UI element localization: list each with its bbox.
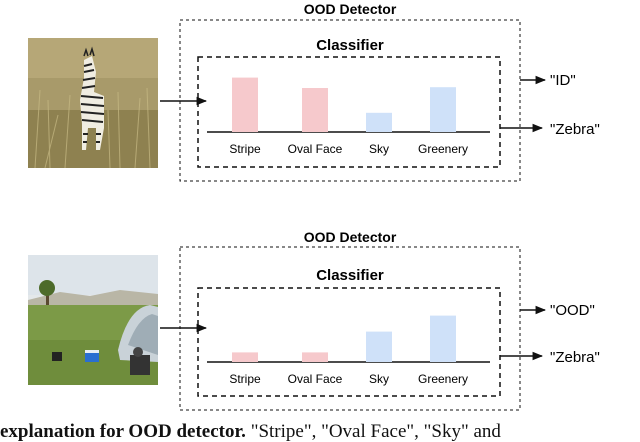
detector-output: "ID" [550,72,576,89]
concept-label-greenery: Greenery [418,372,468,386]
bar-greenery [430,87,456,132]
camp-photo [28,255,158,385]
concept-label-oval-face: Oval Face [288,142,343,156]
classifier-output: "Zebra" [550,349,600,366]
classifier-box [197,56,501,168]
classifier-label: Classifier [316,37,384,54]
concept-label-oval-face: Oval Face [288,372,343,386]
figure-caption: explanation for OOD detector. "Stripe", … [0,422,640,442]
classifier-label: Classifier [316,267,384,284]
bar-sky [366,112,392,132]
panel-camp: OOD Detector Classifier Stripe Oval Face… [28,229,600,411]
bar-sky [366,331,392,362]
zebra-figure [80,46,105,150]
ood-detector-box [179,246,521,411]
panel-zebra: OOD Detector Classifier Stripe Oval Face… [28,1,600,182]
concept-label-greenery: Greenery [418,142,468,156]
concept-label-sky: Sky [369,372,389,386]
ood-detector-box [179,19,521,182]
bar-stripe [232,77,258,132]
caption-bold: explanation for OOD detector. [0,422,246,442]
zebra-photo [28,38,158,169]
diagram: OOD Detector Classifier Stripe Oval Face… [28,1,600,411]
bar-oval-face [302,88,328,132]
detector-output: "OOD" [550,302,595,319]
caption-rest: "Stripe", "Oval Face", "Sky" and [245,422,501,442]
concept-label-stripe: Stripe [229,372,261,386]
bar-stripe [232,352,258,362]
concept-label-stripe: Stripe [229,142,261,156]
concept-label-sky: Sky [369,142,389,156]
classifier-output: "Zebra" [550,121,600,138]
ood-detector-label: OOD Detector [304,1,397,17]
bar-greenery [430,315,456,362]
ood-detector-label: OOD Detector [304,229,397,245]
classifier-box [197,287,501,397]
bar-oval-face [302,352,328,362]
